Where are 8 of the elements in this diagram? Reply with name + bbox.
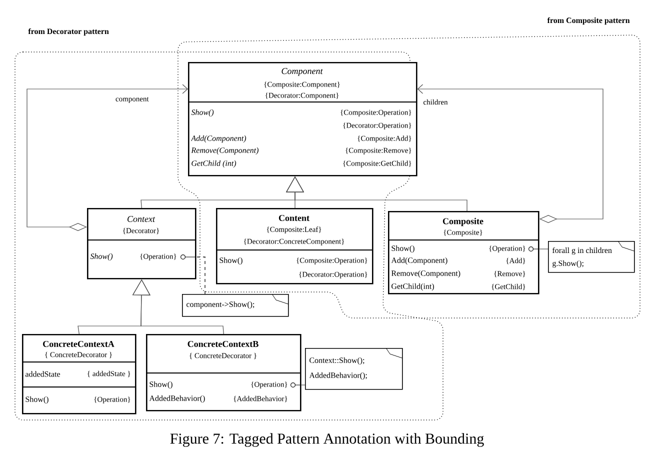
note-box: component->Show(); — [182, 294, 289, 317]
note-box: forall g in children g.Show(); — [548, 240, 635, 273]
region-title: from Composite pattern — [547, 17, 630, 25]
region-title: from Decorator pattern — [28, 28, 109, 36]
note-box: Context::Show(); AddedBehavior(); — [305, 348, 403, 390]
association-arrow — [26, 84, 188, 231]
caption: Figure 7: Tagged Pattern Annotation with Bounding — [170, 433, 484, 447]
association-arrow — [417, 84, 604, 223]
